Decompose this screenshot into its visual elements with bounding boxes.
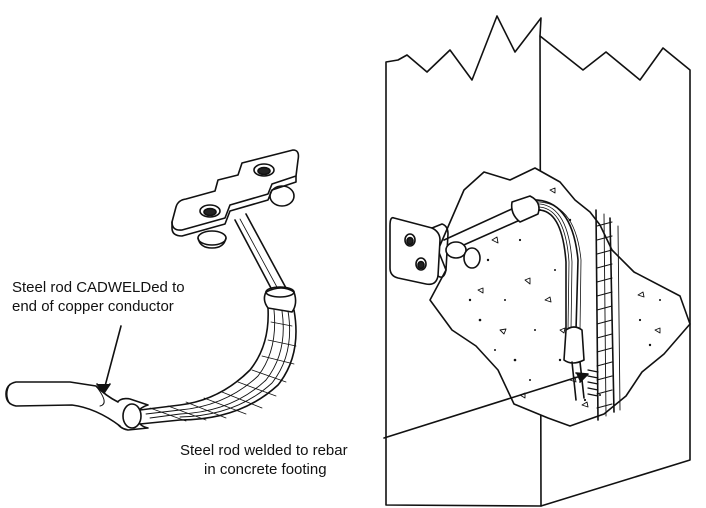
- callout-label-rebar-weld-line2: in concrete footing: [204, 461, 327, 478]
- concrete-patch: [429, 167, 691, 427]
- embedded-ground-plate: [389, 216, 441, 286]
- steel-rod-end: [5, 381, 121, 427]
- callout-label-rebar-weld: Steel rod welded to rebar in concrete fo…: [180, 441, 348, 479]
- copper-conductor: [139, 307, 297, 425]
- embedded-conductor: [527, 199, 582, 331]
- rebar: [595, 209, 621, 421]
- callout-label-rebar-weld-line1: Steel rod welded to rebar: [180, 442, 348, 459]
- cadweld-sleeve: [263, 287, 297, 313]
- callout-arrow-rebar: [383, 372, 589, 439]
- concrete-column: [385, 15, 691, 507]
- callout-label-cadweld: Steel rod CADWELDed to end of copper con…: [12, 278, 185, 316]
- rebar-weld: [587, 369, 599, 397]
- callout-label-cadweld-line1: Steel rod CADWELDed to: [12, 279, 185, 296]
- ground-plate-assembly: [5, 149, 300, 431]
- steel-rod: [234, 213, 287, 291]
- ground-plate: [171, 149, 300, 231]
- callout-label-cadweld-line2: end of copper conductor: [12, 298, 174, 315]
- callout-arrow-cadweld: [96, 325, 122, 394]
